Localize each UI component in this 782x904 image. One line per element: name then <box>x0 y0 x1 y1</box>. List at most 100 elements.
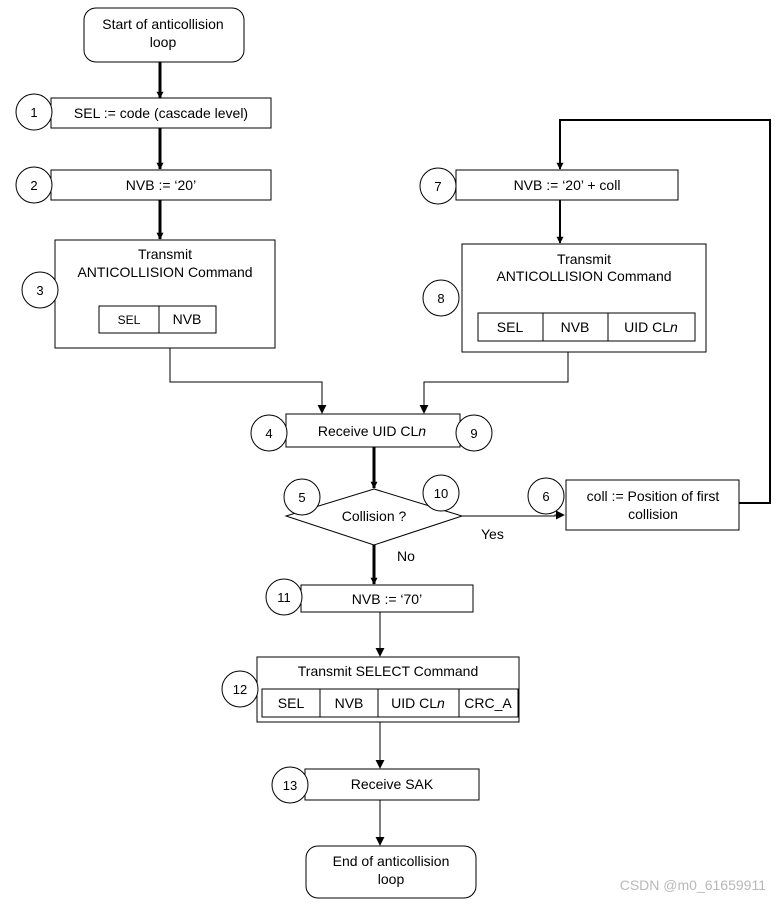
nvb70-box <box>300 584 474 613</box>
edge-collision-yes <box>462 510 565 520</box>
tx1-cell-sel-text: SEL <box>118 313 141 327</box>
step-2-label: 2 <box>30 178 37 193</box>
start-line-1: Start of anticollision <box>102 16 223 32</box>
receive-uid-prefix: Receive UID CL <box>318 423 419 439</box>
step-11: 11 <box>265 578 303 616</box>
node-nvb20: NVB := ‘20’ <box>50 169 272 201</box>
select-cell-nvb-text: NVB <box>335 695 364 711</box>
coll-position-line-1: coll := Position of first <box>587 488 720 504</box>
edge-tx2-to-receive <box>419 352 569 414</box>
receive-sak-text: Receive SAK <box>351 776 434 792</box>
start-line-2: loop <box>150 34 177 50</box>
tx2-line-1: Transmit <box>557 251 611 267</box>
step-5-circle <box>283 478 321 516</box>
receive-uid-suffix: n <box>418 423 426 439</box>
step-1-circle <box>15 93 53 131</box>
collision-text: Collision ? <box>342 508 407 524</box>
step-12-circle <box>221 670 259 708</box>
step-6-label: 6 <box>542 489 549 504</box>
receive-sak-box <box>304 768 480 801</box>
step-9-label: 9 <box>470 426 477 441</box>
step-10-label: 10 <box>434 486 448 501</box>
tx2-cell-uid <box>607 312 696 342</box>
start-terminator <box>83 7 245 63</box>
end-line-1: End of anticollision <box>333 853 450 869</box>
select-title: Transmit SELECT Command <box>298 663 479 679</box>
step-3-label: 3 <box>36 283 43 298</box>
select-cell-crc <box>458 688 519 718</box>
step-2-circle <box>15 166 53 204</box>
step-13: 13 <box>271 766 309 804</box>
nvb20-box <box>50 169 272 201</box>
receive-uid-text: Receive UID CLn <box>318 423 426 439</box>
step-8-label: 8 <box>437 291 444 306</box>
tx1-line-2: ANTICOLLISION Command <box>77 264 252 280</box>
step-numbers: 1 2 3 4 5 6 7 8 <box>15 93 565 804</box>
step-6: 6 <box>527 477 565 515</box>
nvb-coll-text: NVB := ‘20’ + coll <box>514 177 621 193</box>
nvb-coll-box <box>455 169 679 201</box>
edge-loop-back <box>556 119 771 504</box>
step-3-circle <box>21 271 59 309</box>
tx1-cell-nvb-text: NVB <box>173 311 202 327</box>
tx1-line-1: Transmit <box>138 246 192 262</box>
step-7: 7 <box>419 167 457 205</box>
step-13-label: 13 <box>283 778 297 793</box>
step-11-circle <box>265 578 303 616</box>
step-1-label: 1 <box>30 105 37 120</box>
nvb70-text: NVB := ‘70’ <box>352 591 422 607</box>
step-10: 10 <box>422 474 460 512</box>
step-3: 3 <box>21 271 59 309</box>
step-12-label: 12 <box>233 682 247 697</box>
node-transmit-anticollision-2: Transmit ANTICOLLISION Command SEL NVB U… <box>461 243 707 353</box>
step-11-label: 11 <box>277 590 291 605</box>
tx1-cell-nvb <box>158 305 217 334</box>
step-10-circle <box>422 474 460 512</box>
end-terminator <box>305 845 477 899</box>
step-6-circle <box>527 477 565 515</box>
select-cell-nvb <box>319 688 379 718</box>
step-8-circle <box>422 279 460 317</box>
node-transmit-select: Transmit SELECT Command SEL NVB UID CLn … <box>256 656 520 723</box>
edge-label-no: No <box>397 548 415 564</box>
nvb20-text: NVB := ‘20’ <box>126 177 196 193</box>
tx2-cell-sel <box>477 312 544 342</box>
step-2: 2 <box>15 166 53 204</box>
edge-label-yes: Yes <box>481 526 504 542</box>
coll-position-line-2: collision <box>628 506 678 522</box>
node-receive-uid: Receive UID CLn <box>285 413 461 448</box>
edge-tx1-to-receive <box>169 348 327 414</box>
tx2-line-2: ANTICOLLISION Command <box>496 268 671 284</box>
tx2-cell-uid-suffix: n <box>670 319 678 335</box>
step-4-circle <box>250 414 288 452</box>
tx2-cell-nvb <box>542 312 609 342</box>
select-cell-uid <box>377 688 460 718</box>
sel-box <box>50 97 272 129</box>
step-8: 8 <box>422 279 460 317</box>
step-7-circle <box>419 167 457 205</box>
step-9-circle <box>455 414 493 452</box>
select-cell-uid-suffix: n <box>437 695 445 711</box>
coll-position-box <box>565 479 740 531</box>
edges <box>156 62 771 846</box>
sel-text: SEL := code (cascade level) <box>74 105 248 121</box>
tx2-cell-uid-prefix: UID CL <box>624 319 670 335</box>
node-receive-sak: Receive SAK <box>304 768 480 801</box>
select-cell-sel-text: SEL <box>278 695 305 711</box>
node-end: End of anticollision loop <box>305 845 477 899</box>
step-12: 12 <box>221 670 259 708</box>
step-13-circle <box>271 766 309 804</box>
step-1: 1 <box>15 93 53 131</box>
select-cell-crc-text: CRC_A <box>464 695 512 711</box>
end-line-2: loop <box>378 871 405 887</box>
node-transmit-anticollision-1: Transmit ANTICOLLISION Command SEL NVB <box>54 239 276 349</box>
select-cell-uid-text: UID CLn <box>391 695 445 711</box>
watermark: CSDN @m0_61659911 <box>620 877 766 893</box>
select-cell-uid-prefix: UID CL <box>391 695 437 711</box>
step-7-label: 7 <box>434 179 441 194</box>
tx2-cell-sel-text: SEL <box>497 319 524 335</box>
select-cell-sel <box>261 688 321 718</box>
step-4-label: 4 <box>265 426 272 441</box>
node-start: Start of anticollision loop <box>83 7 245 63</box>
